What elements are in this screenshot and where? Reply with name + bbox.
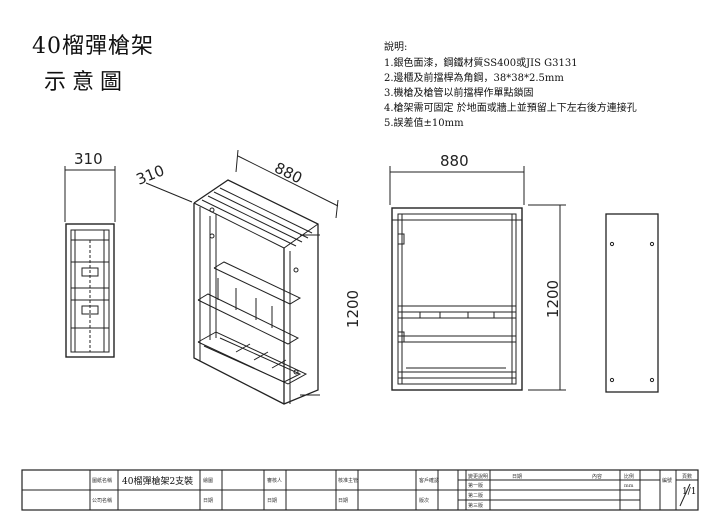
drawing-subtitle: 示意圖 — [44, 70, 129, 95]
date-label: 日期 — [203, 498, 214, 504]
first-version-label: 第一版 — [468, 483, 484, 489]
drawing-name-label: 圖紙名稱 — [92, 478, 113, 484]
note-item: 5.誤差值±10mm — [384, 118, 464, 129]
drawing-name: 40榴彈槍架2支裝 — [122, 477, 194, 487]
dim-front-height: 1200 — [544, 279, 563, 319]
drawn-label: 繪圖 — [203, 478, 214, 484]
dim-front-width: 880 — [440, 152, 469, 170]
sheet-label: 編號 — [662, 478, 673, 484]
change-label: 變更說明 — [468, 474, 489, 480]
date-label-3: 日期 — [338, 498, 349, 504]
title-block-grid — [21, 469, 699, 511]
confirm-label: 客戶確認 — [419, 478, 440, 484]
company-label: 公司名稱 — [92, 498, 113, 504]
note-item: 4.槍架需可固定 於地面或牆上並預留上下左右後方連接孔 — [384, 103, 637, 114]
isometric-view — [145, 149, 339, 405]
scale-label: 比例 — [624, 474, 635, 480]
date-label-2: 日期 — [267, 498, 278, 504]
content-label: 內容 — [592, 474, 603, 480]
second-version-label: 第二版 — [468, 493, 484, 499]
version-label: 版次 — [419, 498, 430, 504]
page-label: 頁數 — [682, 474, 693, 480]
notes-block: 說明: 1.銀色面漆，鋼鐵材質SS400或JIS G3131 2.邊櫃及前擋桿為… — [384, 40, 637, 131]
drawing-title: 40榴彈槍架 — [32, 34, 154, 59]
front-view — [389, 166, 566, 391]
page-value: 1/1 — [682, 487, 697, 497]
date-col-label: 日期 — [512, 474, 523, 480]
third-version-label: 第三版 — [468, 503, 484, 509]
note-item: 2.邊櫃及前擋桿為角鋼，38*38*2.5mm — [384, 73, 564, 84]
notes-heading: 說明: — [384, 42, 408, 53]
note-item: 3.機槍及槍管以前擋桿作單點鎖固 — [384, 88, 534, 99]
dim-side-width: 310 — [74, 150, 103, 168]
side-view — [64, 166, 116, 358]
checked-label: 審核人 — [267, 478, 283, 484]
approved-label: 核准主管 — [338, 478, 359, 484]
back-panel-view — [605, 213, 659, 393]
note-item: 1.銀色面漆，鋼鐵材質SS400或JIS G3131 — [384, 58, 578, 69]
unit-value: mm — [624, 483, 634, 489]
title-block: 圖紙名稱 40榴彈槍架2支裝 公司名稱 繪圖 日期 審核人 日期 核准主管 日期… — [22, 470, 698, 510]
dim-iso-height: 1200 — [344, 289, 363, 329]
